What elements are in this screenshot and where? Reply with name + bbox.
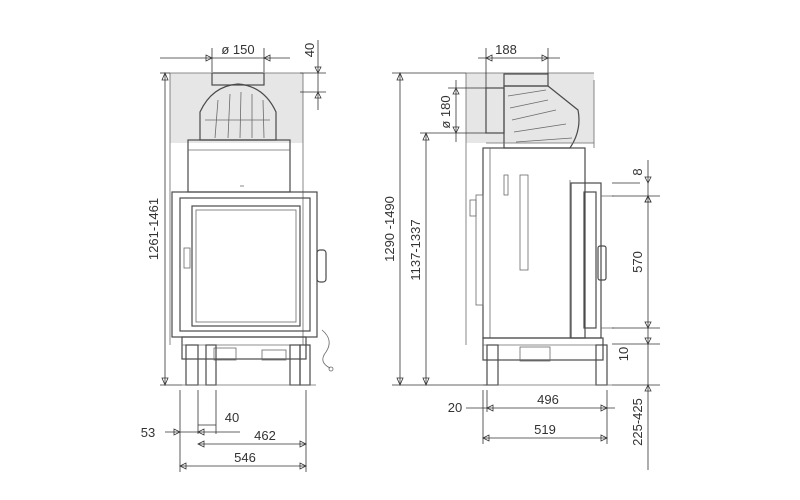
front-frame — [171, 191, 318, 338]
front-hood-shade — [170, 73, 303, 143]
front-dome — [199, 83, 277, 141]
side-flue-depth-label: 188 — [495, 42, 517, 57]
front-flue-collar — [211, 72, 265, 86]
side-base — [482, 337, 604, 361]
front-inner-width-label: 462 — [254, 428, 276, 443]
front-view — [169, 72, 334, 386]
side-door-bottom-gap-label: 10 — [616, 347, 631, 361]
side-total-height-label: 1290 -1490 — [382, 196, 397, 262]
side-flue-diameter-label: ø 180 — [438, 95, 453, 128]
side-leg-back — [595, 344, 608, 386]
side-view — [465, 72, 614, 386]
side-leg-front — [486, 344, 499, 386]
side-leg-height-label: 225-425 — [630, 398, 645, 446]
side-door-top-gap-label: 8 — [630, 168, 645, 175]
front-total-height-label: 1261-1461 — [146, 198, 161, 260]
front-door-handle — [316, 249, 327, 283]
front-leg-right — [299, 344, 311, 386]
front-glass-door — [191, 205, 301, 327]
front-cable — [321, 329, 331, 369]
side-dimensions: 188 ø 180 1290 -1490 1137-1337 8 570 10 — [382, 42, 660, 470]
side-door-height-label: 570 — [630, 251, 645, 273]
front-total-width-label: 546 — [234, 450, 256, 465]
front-flue-diameter-label: ø 150 — [221, 42, 254, 57]
front-upper-body — [187, 139, 291, 193]
front-leg-inner-right — [289, 344, 301, 386]
front-leg-inset-label: 40 — [225, 410, 239, 425]
front-dimensions: ø 150 40 1261-1461 53 40 462 546 — [141, 40, 326, 472]
side-total-depth-label: 519 — [534, 422, 556, 437]
side-body-depth-label: 496 — [537, 392, 559, 407]
front-leg-left — [185, 344, 199, 386]
side-door-handle — [597, 245, 607, 281]
front-top-offset-label: 40 — [302, 43, 317, 57]
front-base — [181, 336, 307, 360]
front-leg-offset-label: 53 — [141, 425, 155, 440]
front-leg-inner-left — [205, 344, 217, 386]
side-outlet-height-label: 1137-1337 — [408, 219, 423, 280]
side-back-offset-label: 20 — [448, 400, 462, 415]
side-hood-shade — [466, 73, 594, 143]
